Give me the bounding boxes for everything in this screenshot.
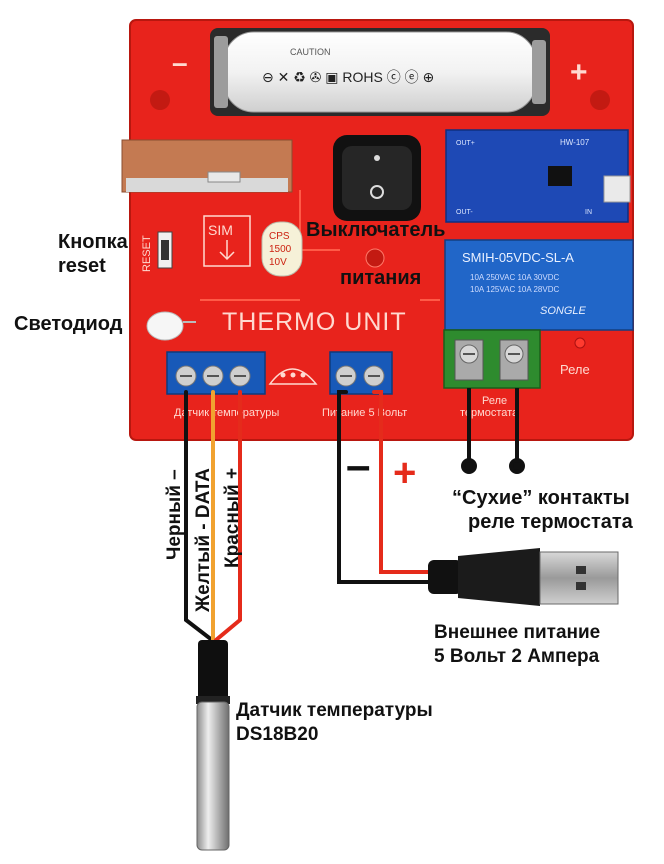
battery-caution-text: CAUTION xyxy=(290,47,331,57)
battery-marks: ⊖ ✕ ♻ ✇ ▣ ROHS ⓒ ⓔ ⊕ xyxy=(262,69,434,85)
charger-module: HW-107 OUT+ OUT- IN xyxy=(445,129,631,223)
wire-power-plus xyxy=(372,390,434,574)
charger-out-minus: OUT- xyxy=(456,209,473,216)
wire-red xyxy=(214,390,242,642)
sim-label: SIM xyxy=(208,222,233,238)
sensor-terminal-block: Датчик температуры xyxy=(166,351,279,419)
power-switch xyxy=(333,135,421,221)
wire-label-black: Черный – xyxy=(164,469,185,560)
label-reset-line2: reset xyxy=(58,255,106,277)
usb-plug xyxy=(428,548,619,606)
charger-model: HW-107 xyxy=(560,138,590,147)
wire-label-yellow: Желтый - DATA xyxy=(193,468,214,613)
reset-button-module xyxy=(121,139,293,193)
sensor-wires xyxy=(184,390,242,642)
cap-text-2: 1500 xyxy=(269,244,292,255)
label-ext-power-line1: Внешнее питание xyxy=(434,622,600,643)
label-switch-line2: питания xyxy=(340,267,421,289)
sensor-socket-silk xyxy=(268,368,318,385)
reset-silk: RESET xyxy=(141,235,153,272)
power-terminal-silk: Питание 5 Вольт xyxy=(322,407,407,419)
label-switch-line1: Выключатель xyxy=(306,219,445,241)
cap-text-1: CPS xyxy=(269,231,290,242)
charger-in: IN xyxy=(585,209,592,216)
relay-rating-1: 10A 250VAC 10A 30VDC xyxy=(470,273,559,282)
sensor-terminal-silk: Датчик температуры xyxy=(174,407,279,419)
power-plus-sign: + xyxy=(393,451,416,495)
temperature-probe xyxy=(196,640,230,851)
relay-contact-wires xyxy=(461,388,525,474)
status-led xyxy=(146,311,196,341)
sim-silk: SIM xyxy=(203,215,251,267)
power-minus-sign: – xyxy=(346,441,370,490)
label-ext-power-line2: 5 Вольт 2 Ампера xyxy=(434,646,600,667)
label-sensor-line1: Датчик температуры xyxy=(236,700,433,721)
cap-text-3: 10V xyxy=(269,257,287,268)
battery-18650: CAUTION ⊖ ✕ ♻ ✇ ▣ ROHS ⓒ ⓔ ⊕ xyxy=(210,28,550,116)
relay-model: SMIH-05VDC-SL-A xyxy=(462,250,574,265)
relay-led-label: Реле xyxy=(560,362,590,377)
mount-hole xyxy=(365,248,385,268)
relay-led: Реле xyxy=(560,337,590,377)
wire-power-minus xyxy=(337,390,434,584)
power-terminal-block: Питание 5 Вольт xyxy=(322,351,407,419)
label-dry-contacts-line2: реле термостата xyxy=(468,511,634,533)
relay-terminal-silk-1: Реле xyxy=(482,395,507,407)
pcb-minus-label: – xyxy=(172,47,188,78)
wire-label-red: Красный + xyxy=(222,468,243,568)
relay: SMIH-05VDC-SL-A 10A 250VAC 10A 30VDC 10A… xyxy=(444,239,634,331)
mount-hole xyxy=(590,90,610,110)
label-reset-line1: Кнопка xyxy=(58,231,129,253)
charger-out-plus: OUT+ xyxy=(456,140,475,147)
relay-terminal-block: Реле термостата xyxy=(443,329,541,419)
power-wires xyxy=(337,390,434,584)
label-led: Светодиод xyxy=(14,313,123,335)
reset-button: RESET xyxy=(141,231,173,272)
capacitor: CPS 1500 10V xyxy=(261,221,303,277)
wire-black xyxy=(184,390,214,642)
mount-hole xyxy=(150,90,170,110)
relay-brand: SONGLE xyxy=(540,305,587,317)
relay-terminal-silk-2: термостата xyxy=(460,407,519,419)
pcb-plus-label: + xyxy=(570,56,588,89)
label-sensor-line2: DS18B20 xyxy=(236,724,318,745)
label-dry-contacts-line1: “Сухие” контакты xyxy=(452,487,630,509)
brand-silk: THERMO UNIT xyxy=(222,308,407,336)
relay-rating-2: 10A 125VAC 10A 28VDC xyxy=(470,285,559,294)
